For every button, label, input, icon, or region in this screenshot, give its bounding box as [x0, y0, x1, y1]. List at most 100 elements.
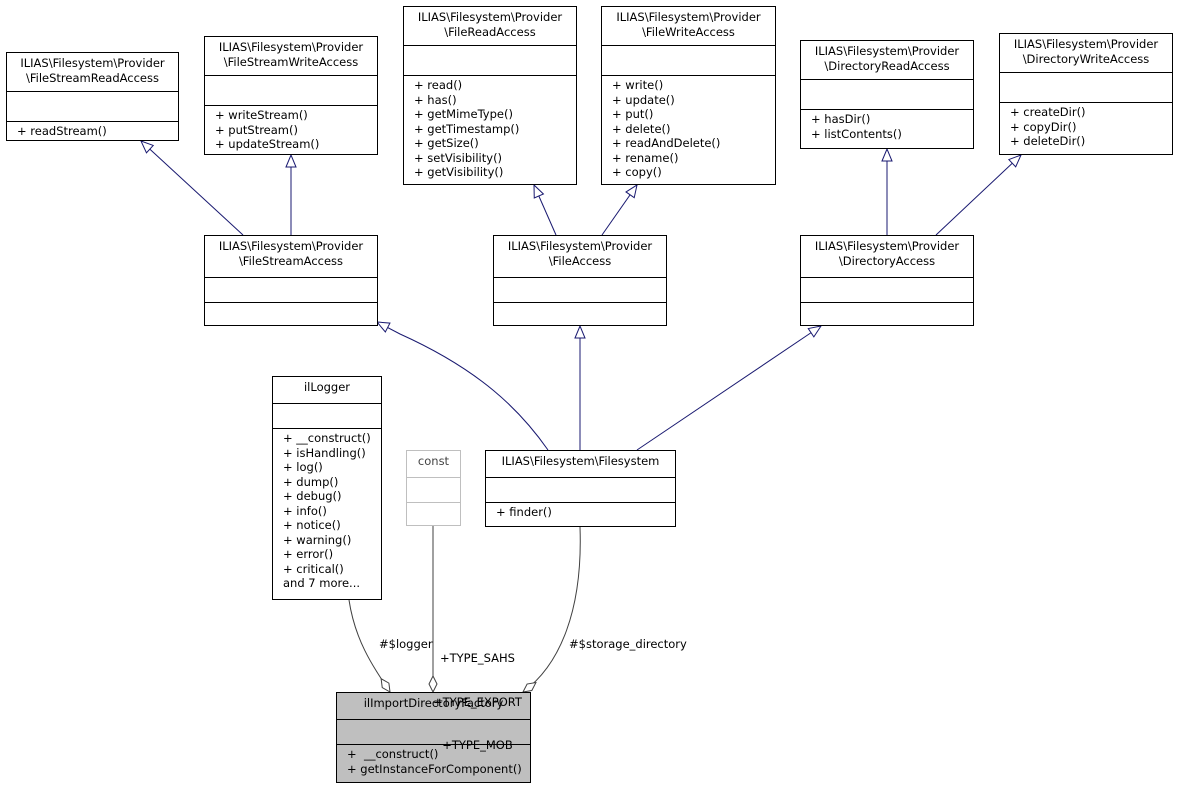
- method-getmimetype: + getMimeType(): [414, 107, 513, 121]
- method-createdir: + createDir(): [1010, 105, 1086, 119]
- method-construct: + __construct(): [347, 747, 439, 761]
- attributes-section: [337, 719, 530, 744]
- method-delete: + delete(): [612, 121, 671, 136]
- method-readstream: + readStream(): [17, 124, 107, 138]
- methods-section: [205, 302, 377, 325]
- methods-section: + __construct() + getInstanceForComponen…: [337, 744, 530, 782]
- class-filewriteaccess[interactable]: ILIAS\Filesystem\Provider \FileWriteAcce…: [601, 6, 776, 185]
- methods-section: + readStream(): [7, 121, 178, 140]
- class-title: ILIAS\Filesystem\Filesystem: [501, 454, 660, 468]
- method-read: + read(): [414, 78, 463, 92]
- class-title: ILIAS\Filesystem\Provider \FileStreamAcc…: [218, 239, 364, 268]
- methods-section: [801, 302, 973, 325]
- edge-label-logger: #$logger: [379, 637, 433, 651]
- class-title: ILIAS\Filesystem\Provider \FileStreamWri…: [218, 40, 364, 69]
- method-getvisibility: + getVisibility(): [414, 165, 504, 179]
- attributes-section: [801, 79, 973, 109]
- class-directoryreadaccess[interactable]: ILIAS\Filesystem\Provider \DirectoryRead…: [800, 40, 974, 149]
- method-getsize: + getSize(): [414, 136, 479, 150]
- class-const[interactable]: const: [406, 450, 461, 526]
- edge-directoryaccess-to-directorywriteaccess: [935, 155, 1021, 236]
- class-filestreamwriteaccess[interactable]: ILIAS\Filesystem\Provider \FileStreamWri…: [204, 36, 378, 155]
- attributes-section: [273, 403, 381, 428]
- method-gettimestamp: + getTimestamp(): [414, 121, 520, 136]
- method-warning: + warning(): [283, 532, 352, 547]
- methods-section: + read() + has() + getMimeType() + getTi…: [404, 75, 576, 184]
- method-construct: + __construct(): [283, 431, 371, 445]
- attributes-section: [7, 91, 178, 121]
- method-debug: + debug(): [283, 489, 342, 503]
- class-directorywriteaccess[interactable]: ILIAS\Filesystem\Provider \DirectoryWrit…: [999, 33, 1173, 155]
- method-error: + error(): [283, 547, 334, 561]
- method-hasdir: + hasDir(): [811, 112, 871, 126]
- edge-illogger-to-factory: [348, 599, 390, 692]
- methods-section: + write() + update() + put() + delete() …: [602, 75, 775, 184]
- method-copy: + copy(): [612, 165, 662, 179]
- edge-fileaccess-to-filereadaccess: [534, 185, 557, 236]
- method-finder: + finder(): [496, 505, 552, 519]
- method-ishandling: + isHandling(): [283, 445, 366, 460]
- attributes-section: [205, 277, 377, 302]
- class-title: ILIAS\Filesystem\Provider \FileStreamRea…: [20, 56, 165, 85]
- method-notice: + notice(): [283, 518, 341, 532]
- method-update: + update(): [612, 92, 675, 107]
- method-putstream: + putStream(): [215, 122, 298, 137]
- class-ilimportdirectoryfactory[interactable]: ilImportDirectoryFactory + __construct()…: [336, 692, 531, 783]
- class-title: ILIAS\Filesystem\Provider \DirectoryAcce…: [814, 239, 960, 268]
- edge-filesystem-to-factory: [523, 526, 581, 692]
- method-put: + put(): [612, 107, 654, 121]
- class-title: ILIAS\Filesystem\Provider \DirectoryWrit…: [1013, 37, 1159, 66]
- attributes-section: [407, 477, 460, 502]
- class-title: ilLogger: [303, 380, 351, 394]
- method-deletedir: + deleteDir(): [1010, 134, 1086, 148]
- attributes-section: [205, 75, 377, 105]
- class-title: ILIAS\Filesystem\Provider \FileAccess: [507, 239, 653, 268]
- method-dump: + dump(): [283, 474, 339, 489]
- attributes-section: [801, 277, 973, 302]
- methods-section: [407, 502, 460, 525]
- edge-label-storage-directory: #$storage_directory: [569, 637, 687, 651]
- edge-label-const-types: +TYPE_SAHS +TYPE_EXPORT +TYPE_MOB: [433, 651, 522, 752]
- methods-section: + writeStream() + putStream() + updateSt…: [205, 105, 377, 154]
- method-listcontents: + listContents(): [811, 126, 902, 141]
- class-title: const: [417, 454, 450, 468]
- edge-filestreamaccess-to-filestreamreadaccess: [141, 141, 244, 236]
- class-fileaccess[interactable]: ILIAS\Filesystem\Provider \FileAccess: [493, 235, 667, 326]
- methods-section: + __construct() + isHandling() + log() +…: [273, 428, 381, 599]
- method-getinstanceforcomponent: + getInstanceForComponent(): [347, 761, 522, 776]
- method-rename: + rename(): [612, 150, 679, 165]
- edge-filesystem-to-directoryaccess: [636, 326, 821, 451]
- class-title: ILIAS\Filesystem\Provider \DirectoryRead…: [814, 44, 960, 73]
- edge-fileaccess-to-filewriteaccess: [601, 185, 637, 236]
- attributes-section: [1000, 72, 1172, 102]
- class-filesystem[interactable]: ILIAS\Filesystem\Filesystem + finder(): [485, 450, 676, 527]
- class-filestreamaccess[interactable]: ILIAS\Filesystem\Provider \FileStreamAcc…: [204, 235, 378, 326]
- method-setvisibility: + setVisibility(): [414, 150, 503, 165]
- more-methods-note: and 7 more...: [283, 576, 361, 590]
- class-filereadaccess[interactable]: ILIAS\Filesystem\Provider \FileReadAcces…: [403, 6, 577, 185]
- class-title: ILIAS\Filesystem\Provider \FileWriteAcce…: [616, 10, 761, 39]
- attributes-section: [404, 45, 576, 75]
- attributes-section: [494, 277, 666, 302]
- method-copydir: + copyDir(): [1010, 119, 1077, 134]
- class-illogger[interactable]: ilLogger + __construct() + isHandling() …: [272, 376, 382, 600]
- methods-section: + createDir() + copyDir() + deleteDir(): [1000, 102, 1172, 154]
- methods-section: + finder(): [486, 502, 675, 526]
- class-title: ILIAS\Filesystem\Provider \FileReadAcces…: [417, 10, 563, 39]
- class-title: ilImportDirectoryFactory: [363, 696, 504, 710]
- method-critical: + critical(): [283, 561, 344, 576]
- method-has: + has(): [414, 92, 457, 107]
- methods-section: [494, 302, 666, 325]
- class-directoryaccess[interactable]: ILIAS\Filesystem\Provider \DirectoryAcce…: [800, 235, 974, 326]
- methods-section: + hasDir() + listContents(): [801, 109, 973, 148]
- attributes-section: [486, 477, 675, 502]
- method-log: + log(): [283, 460, 323, 474]
- attributes-section: [602, 45, 775, 75]
- edge-filesystem-to-filestreamaccess: [377, 322, 549, 451]
- method-readanddelete: + readAndDelete(): [612, 136, 721, 150]
- method-writestream: + writeStream(): [215, 108, 308, 122]
- method-info: + info(): [283, 503, 327, 518]
- class-filestreamreadaccess[interactable]: ILIAS\Filesystem\Provider \FileStreamRea…: [6, 52, 179, 141]
- method-updatestream: + updateStream(): [215, 137, 320, 151]
